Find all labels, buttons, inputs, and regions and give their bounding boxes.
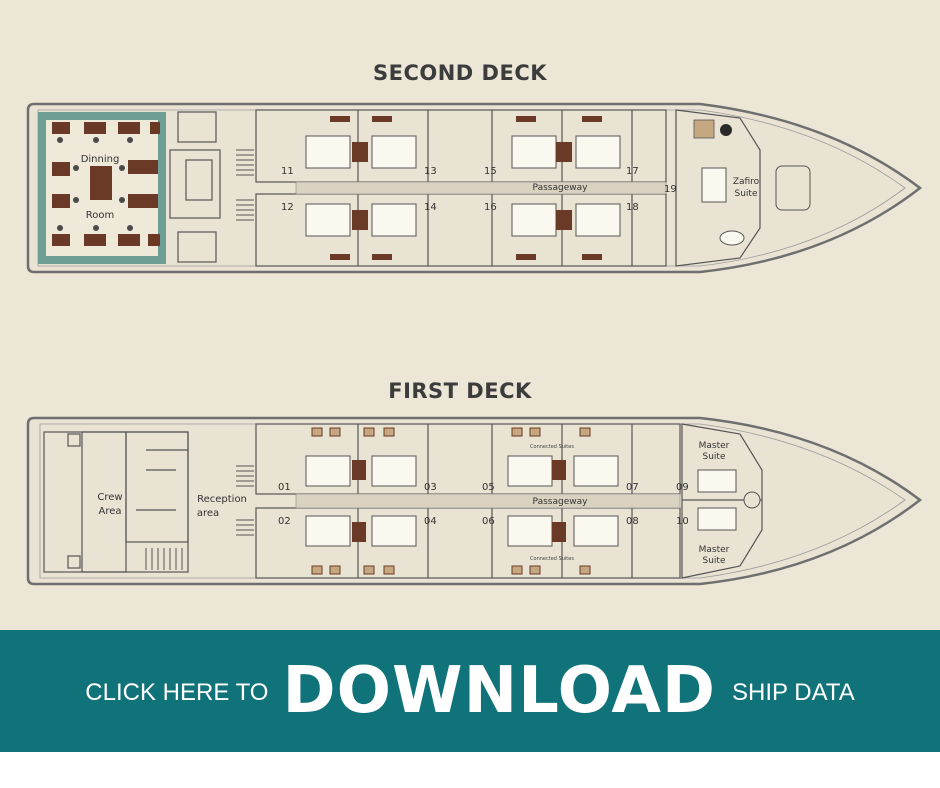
- zafiro-suite-label-2: Suite: [735, 189, 758, 199]
- cabin-number: 04: [424, 516, 437, 527]
- cabin-number: 06: [482, 516, 495, 527]
- cabin-number: 18: [626, 202, 639, 213]
- dining-tables: [52, 122, 160, 246]
- cabin-number: 12: [281, 202, 294, 213]
- dining-room-label-2: Room: [86, 210, 114, 221]
- cabin-number: 17: [626, 166, 639, 177]
- passageway-label: Passageway: [533, 183, 589, 193]
- first-deck-passageway: [295, 493, 681, 509]
- cabin-number: 15: [484, 166, 497, 177]
- banner-download: DOWNLOAD: [282, 654, 716, 728]
- second-deck: Dinning Room: [26, 102, 923, 274]
- second-deck-passageway: [295, 181, 667, 195]
- cabin-number: 11: [281, 166, 294, 177]
- reception-area-label: Reception: [197, 494, 247, 505]
- crew-area-label: Crew: [97, 492, 122, 503]
- cabin-number: 05: [482, 482, 495, 493]
- deck-plan: SECOND DECK Dinning Room: [0, 0, 940, 630]
- connected-suites-label: Connected Suites: [530, 556, 574, 562]
- first-deck: Crew Area Reception area: [26, 416, 923, 586]
- second-deck-stairs: [236, 149, 254, 221]
- cabin-number: 14: [424, 202, 437, 213]
- master-suite-label-2: Suite: [703, 452, 726, 462]
- download-ship-data-banner[interactable]: CLICK HERE TO DOWNLOAD SHIP DATA: [0, 630, 940, 752]
- crew-area-label-2: Area: [98, 506, 121, 517]
- connected-suites-label: Connected Suites: [530, 444, 574, 450]
- cabin-number: 01: [278, 482, 291, 493]
- banner-suffix: SHIP DATA: [732, 679, 855, 706]
- passageway-label: Passageway: [533, 497, 589, 507]
- cabin-number: 13: [424, 166, 437, 177]
- master-suite-label-2: Suite: [703, 556, 726, 566]
- banner-prefix: CLICK HERE TO: [85, 679, 269, 706]
- dining-room-label: Dinning: [81, 154, 120, 165]
- cabin-number: 03: [424, 482, 437, 493]
- reception-area-label-2: area: [197, 508, 219, 519]
- zafiro-suite-label: Zafiro: [733, 177, 760, 187]
- cabin-number: 07: [626, 482, 639, 493]
- second-deck-title: SECOND DECK: [373, 61, 547, 85]
- cabin-number: 19: [664, 184, 677, 195]
- master-suite-label: Master: [699, 545, 730, 555]
- cabin-number: 02: [278, 516, 291, 527]
- deck-plan-drawing: SECOND DECK Dinning Room: [26, 61, 923, 586]
- cabin-number: 08: [626, 516, 639, 527]
- crew-area: [43, 431, 189, 573]
- cabin-number: 16: [484, 202, 497, 213]
- first-deck-title: FIRST DECK: [388, 379, 532, 403]
- footer-space: [0, 752, 940, 788]
- master-suite-label: Master: [699, 441, 730, 451]
